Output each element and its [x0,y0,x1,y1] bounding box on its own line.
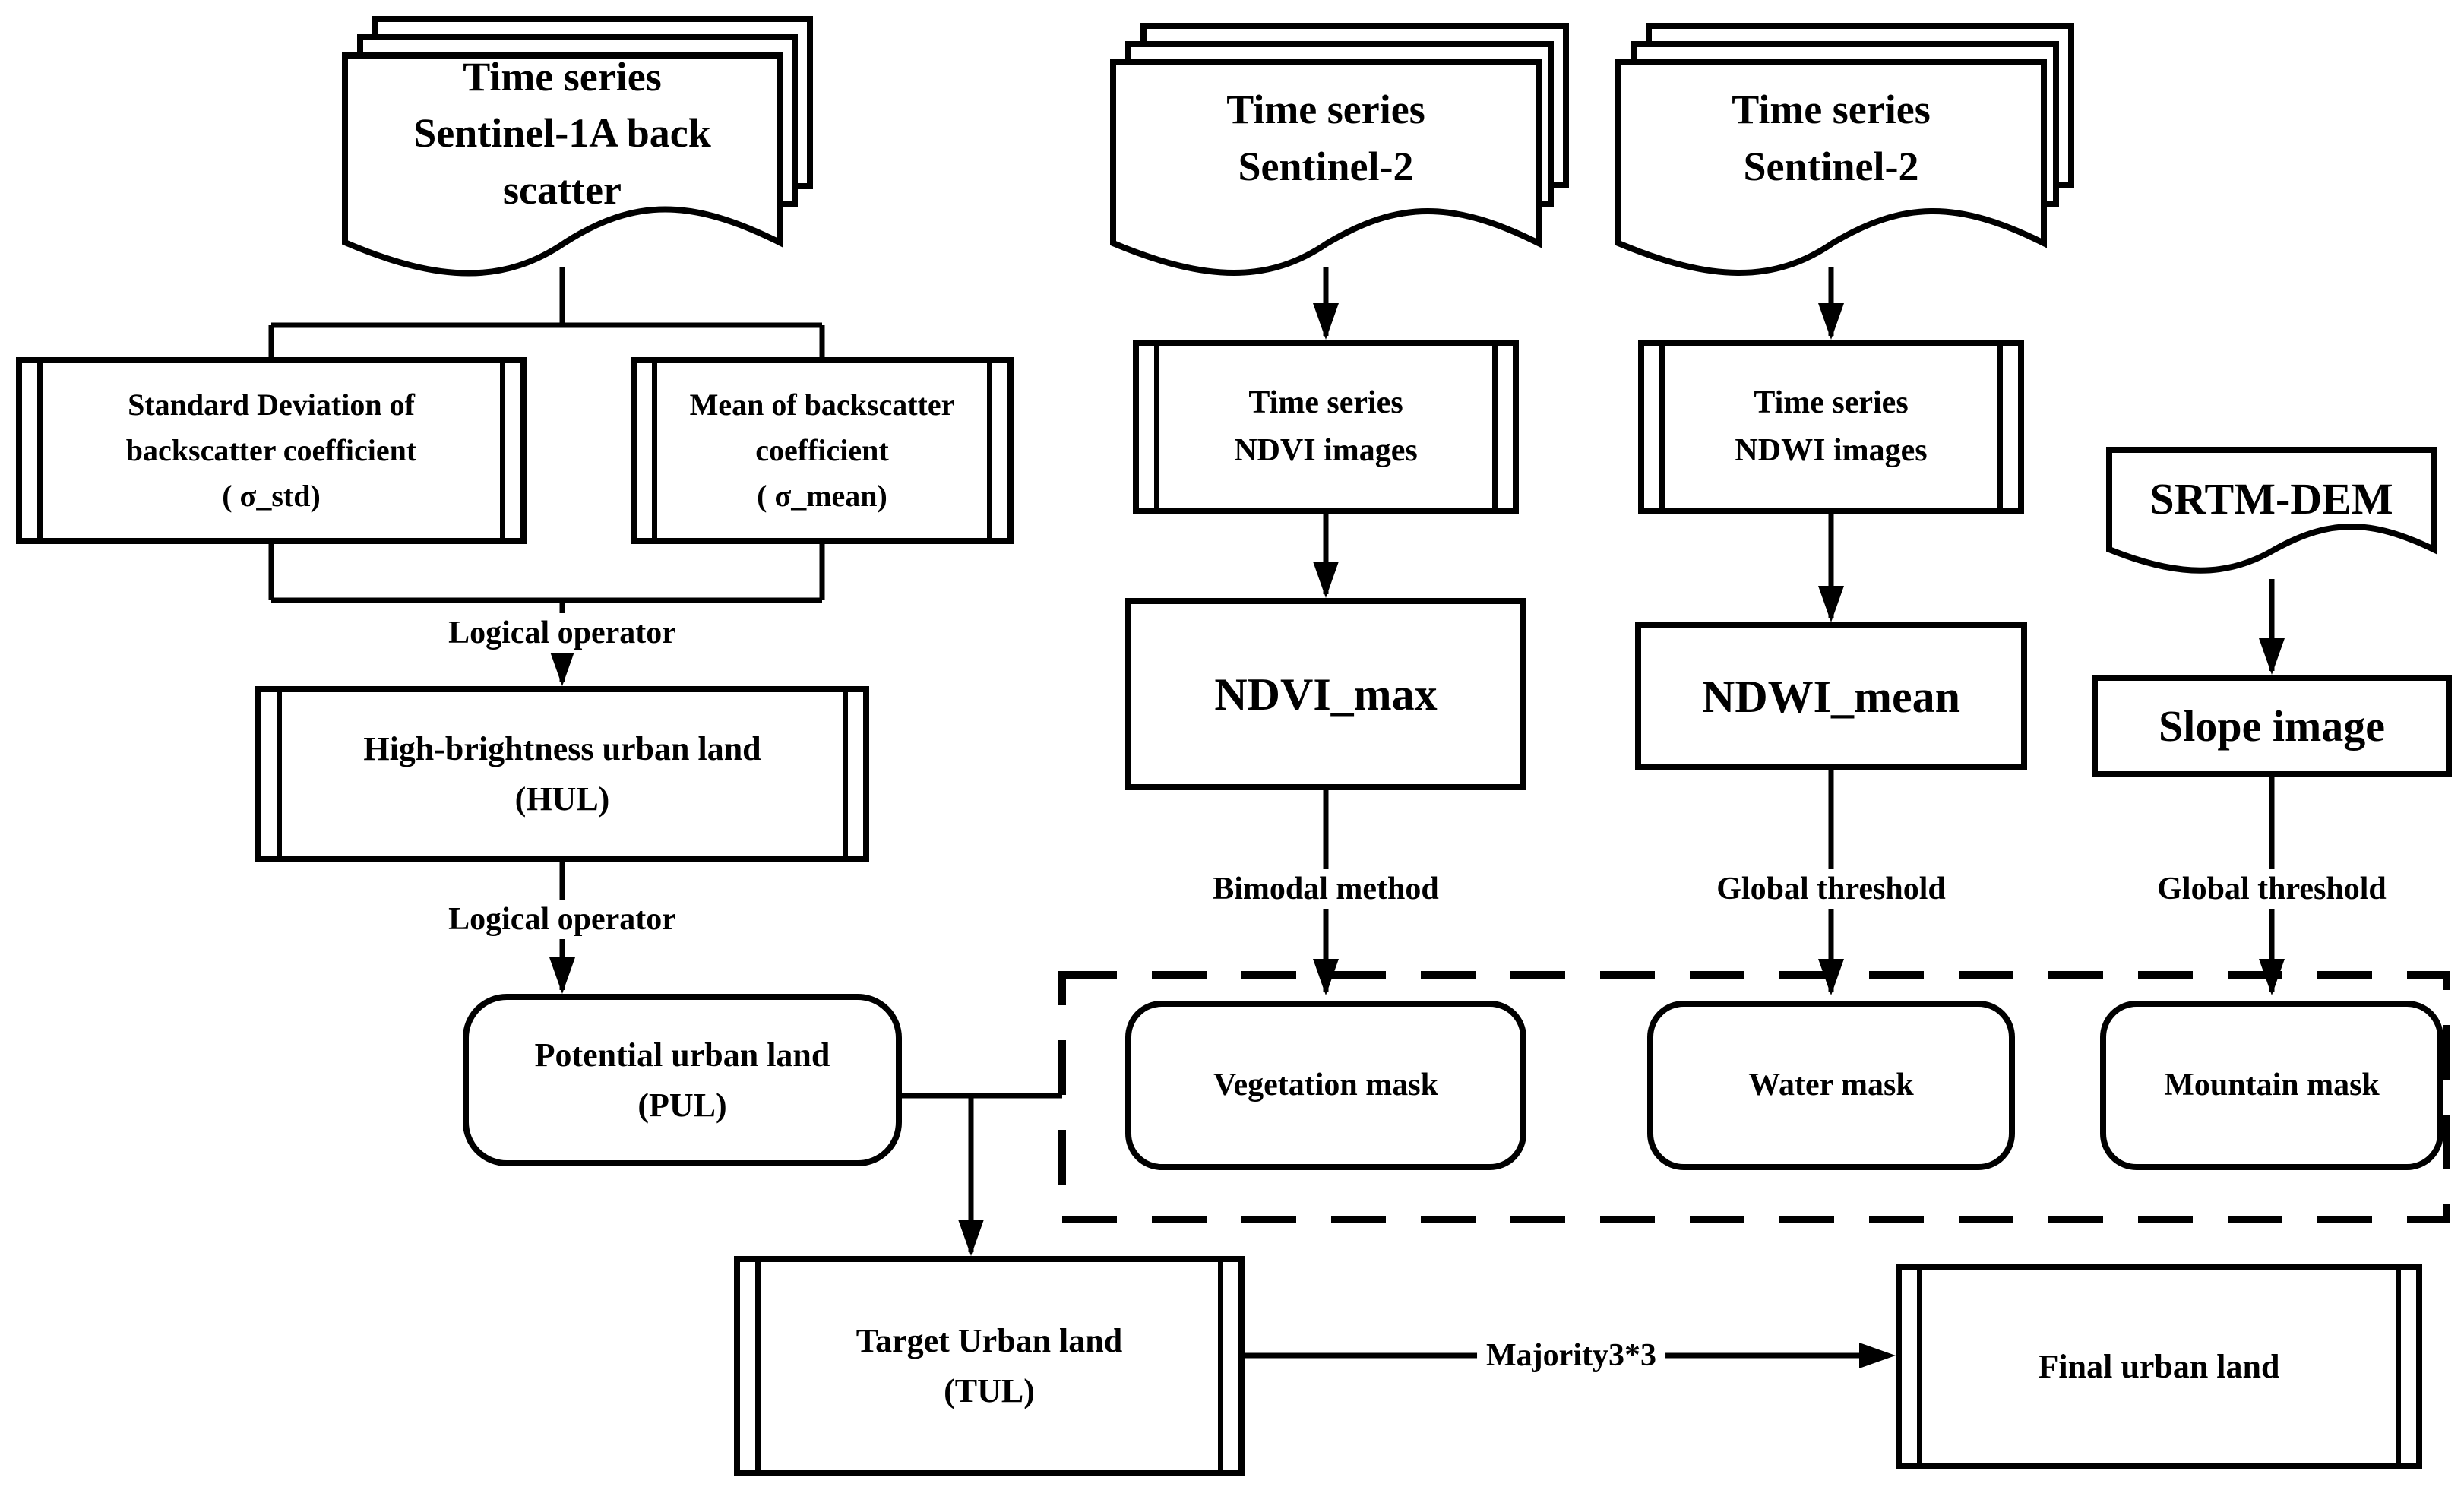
arrowhead-slope [2259,638,2285,675]
arrowhead-water-mask [1818,959,1844,995]
node-ndvi-max: NDVI_max [1125,598,1526,790]
node-ndwi-mean: NDWI_mean [1635,622,2027,770]
node-label-line: Time series [1248,384,1403,420]
node-label-line: NDVI_max [1214,669,1438,720]
stacked-document-shape [1110,23,1569,276]
arrowhead-mountain-mask [2259,959,2285,995]
node-label-line: Mean of backscatter [689,388,955,422]
doc-title-line: Time series [463,53,662,100]
node-vegetation-mask: Vegetation mask [1125,1001,1526,1170]
arrowhead-ndvi-max [1313,562,1339,598]
node-label-line: (TUL) [944,1372,1035,1409]
node-label-line: NDWI_mean [1702,671,1960,722]
node-sentinel2-ndvi-doc: Time series Sentinel-2 [1110,23,1572,287]
stacked-document-shape [1615,23,2074,276]
doc-title-line: Time series [1226,87,1425,133]
doc-title-line: Sentinel-2 [1743,144,1919,189]
node-label-line: Time series [1754,384,1909,420]
arrowhead-veg-mask [1313,959,1339,995]
document-shape [2106,447,2437,574]
doc-title-line: Sentinel-1A back [413,110,711,157]
node-label-line: (HUL) [514,780,610,818]
node-label-line: coefficient [755,433,889,467]
node-slope-image: Slope image [2092,675,2452,777]
node-label-line: Target Urban land [856,1322,1123,1359]
arrowhead-final [1859,1343,1896,1368]
node-label-line: Final urban land [2038,1347,2280,1385]
node-label-line: ( σ_std) [222,479,321,513]
node-label-line: NDVI images [1234,432,1418,468]
edge-label-logical-operator-2: Logical operator [439,900,685,939]
node-mean-backscatter: Mean of backscatter coefficient ( σ_mean… [631,357,1014,544]
arrowhead-ndwi-mean [1818,586,1844,622]
doc-title-line: SRTM-DEM [2149,473,2393,524]
node-mountain-mask: Mountain mask [2100,1001,2443,1170]
node-tul: Target Urban land (TUL) [734,1256,1245,1476]
node-label-line: Mountain mask [2164,1068,2380,1102]
doc-title-line: Time series [1732,87,1931,133]
edge-label-bimodal-method: Bimodal method [1204,869,1448,909]
node-sentinel2-ndwi-doc: Time series Sentinel-2 [1615,23,2077,287]
node-label-line: ( σ_mean) [757,479,887,513]
arrowhead-hul [549,650,575,686]
arrowheads [549,303,2285,1368]
node-water-mask: Water mask [1647,1001,2015,1170]
node-label-line: High-brightness urban land [363,730,761,767]
node-label-line: Slope image [2158,701,2386,751]
node-label-line: Vegetation mask [1213,1068,1438,1102]
node-label-line: backscatter coefficient [125,433,417,467]
arrowhead-pul [549,957,575,994]
node-label-line: Potential urban land [534,1036,830,1074]
edge-label-global-threshold-water: Global threshold [1707,869,1955,909]
arrowhead-tul [958,1220,984,1256]
node-ndwi-images: Time series NDWI images [1638,340,2024,514]
doc-title-line: Sentinel-2 [1238,144,1414,189]
node-label-line: (PUL) [637,1086,727,1124]
node-ndvi-images: Time series NDVI images [1133,340,1519,514]
node-srtm-dem-doc: SRTM-DEM [2106,447,2437,595]
arrowhead-ndwi-images [1818,303,1844,340]
node-hul: High-brightness urban land (HUL) [255,686,869,862]
edge-label-logical-operator-1: Logical operator [439,613,685,653]
edge-label-global-threshold-mountain: Global threshold [2148,869,2396,909]
node-std-deviation: Standard Deviation of backscatter coeffi… [16,357,527,544]
node-sentinel1a-doc: Time series Sentinel-1A back scatter [342,16,813,288]
node-final-urban-land: Final urban land [1896,1264,2422,1469]
doc-title-line: scatter [503,166,622,213]
node-pul: Potential urban land (PUL) [463,994,902,1166]
arrowhead-ndvi-images [1313,303,1339,340]
node-label-line: Water mask [1748,1068,1914,1102]
node-label-line: NDWI images [1735,432,1928,468]
node-label-line: Standard Deviation of [128,388,415,422]
edge-label-majority-filter: Majority3*3 [1477,1336,1665,1375]
stacked-document-shape [342,16,813,277]
